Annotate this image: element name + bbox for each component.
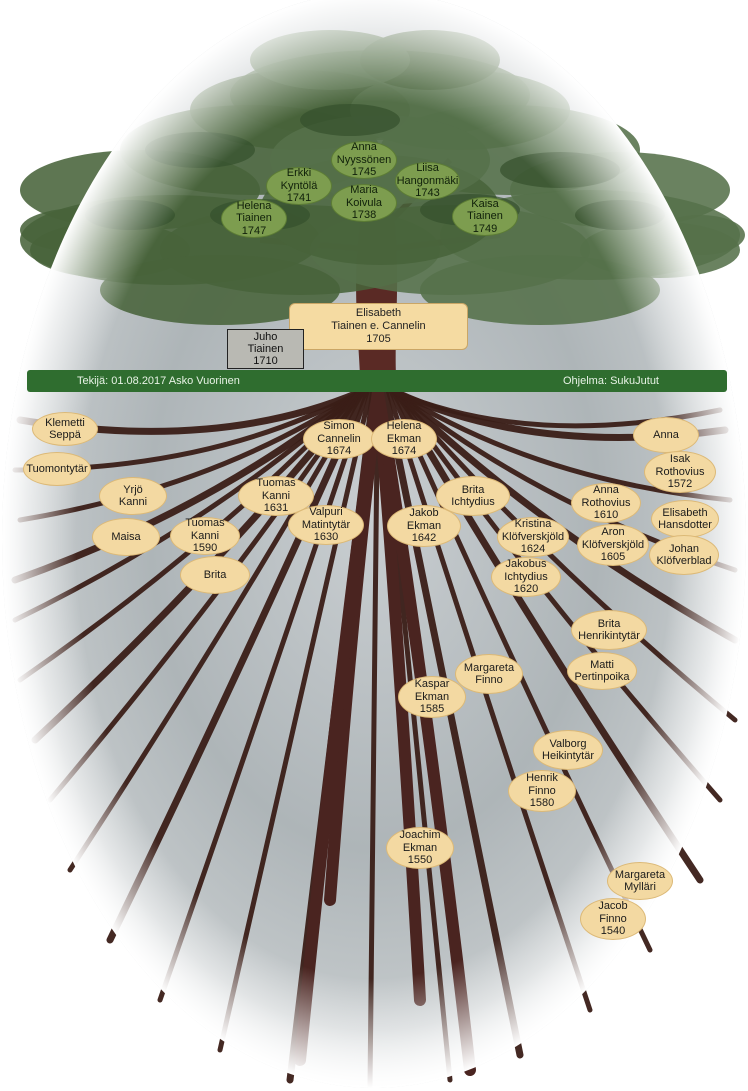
ancestor-node[interactable]: Tuomontytär bbox=[23, 452, 91, 486]
author-label: Tekijä: 01.08.2017 Asko Vuorinen bbox=[77, 375, 240, 387]
spouse-box[interactable]: Juho Tiainen 1710 bbox=[227, 329, 304, 369]
ancestor-node[interactable]: Brita bbox=[180, 556, 250, 594]
program-label: Ohjelma: SukuJutut bbox=[563, 375, 659, 387]
ancestor-node[interactable]: Anna bbox=[633, 417, 699, 453]
root-name: Elisabeth bbox=[355, 307, 402, 319]
ancestor-node[interactable]: Maisa bbox=[92, 518, 160, 556]
spouse-surname: Tiainen bbox=[247, 343, 284, 355]
root-surname: Tiainen e. Cannelin bbox=[331, 320, 426, 332]
info-band: Tekijä: 01.08.2017 Asko Vuorinen Ohjelma… bbox=[27, 370, 727, 392]
spouse-year: 1710 bbox=[253, 355, 278, 367]
root-person-box[interactable]: Elisabeth Tiainen e. Cannelin 1705 bbox=[289, 303, 468, 350]
root-year: 1705 bbox=[366, 333, 391, 345]
spouse-name: Juho bbox=[253, 331, 278, 343]
